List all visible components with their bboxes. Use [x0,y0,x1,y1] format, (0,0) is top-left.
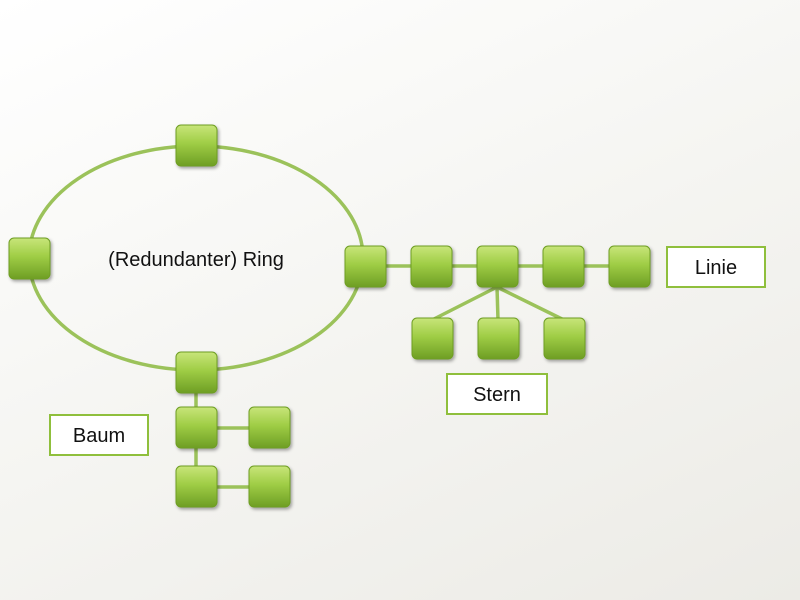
stern-node-1 [411,317,454,360]
stern-node-3 [543,317,586,360]
label-baum: Baum [49,414,149,456]
stern-link-3 [496,285,565,322]
label-linie: Linie [666,246,766,288]
label-linie-box [666,246,766,288]
stern-link-2 [495,286,500,321]
label-linie-text: Linie [695,257,737,279]
label-baum-box [49,414,149,456]
linie-node-4 [608,245,651,288]
baum-node-2 [248,406,291,449]
ring-node-left [8,237,51,280]
label-stern: Stern [446,373,548,415]
ring-node-bottom [175,351,218,394]
stern-node-2 [477,317,520,360]
baum-node-1 [175,406,218,449]
baum-node-3 [175,465,218,508]
linie-node-1 [410,245,453,288]
linie-node-3 [542,245,585,288]
linie-node-2 [476,245,519,288]
baum-node-4 [248,465,291,508]
ring-label: (Redundanter) Ring [108,249,284,271]
label-baum-text: Baum [73,425,125,447]
ring-node-right [344,245,387,288]
label-stern-text: Stern [473,384,521,406]
stern-link-1 [431,285,498,322]
nodes [8,124,651,508]
label-stern-box [446,373,548,415]
ring-node-top [175,124,218,167]
